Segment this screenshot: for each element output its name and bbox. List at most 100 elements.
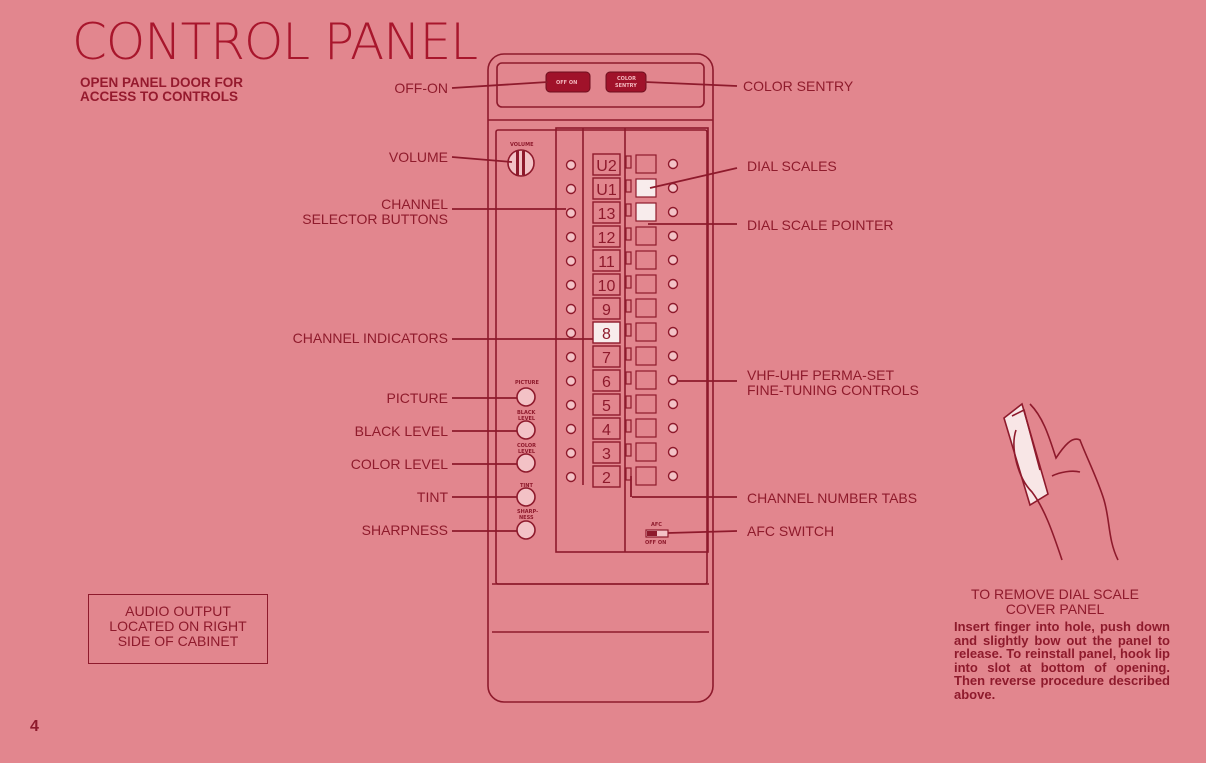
channel-selector-button[interactable] [565, 279, 577, 291]
channel-selector-button[interactable] [565, 159, 577, 171]
volume-knob [507, 149, 535, 177]
channel-number-tab [625, 203, 632, 217]
label-vhf-uhf: VHF-UHF PERMA-SET FINE-TUNING CONTROLS [747, 368, 919, 398]
channel-indicator [592, 273, 621, 296]
dial-scales [625, 154, 657, 486]
channel-indicator-number: 8 [602, 326, 611, 343]
channel-number-tab [625, 179, 632, 193]
channel-indicator-number: 9 [602, 302, 611, 319]
channel-selector-button[interactable] [565, 399, 577, 411]
channel-number-tab [625, 227, 632, 241]
label-afc-switch: AFC SWITCH [747, 523, 835, 539]
channel-selector-button[interactable] [565, 471, 577, 483]
channel-selector-button[interactable] [565, 303, 577, 315]
off-on-button-text: OFF ON [556, 80, 577, 86]
channel-selector-button[interactable] [565, 183, 577, 195]
label-sharpness: SHARPNESS [361, 522, 448, 538]
channel-indicator [592, 249, 621, 272]
audio-line-3: SIDE OF CABINET [117, 633, 239, 649]
dial-scale [635, 418, 657, 438]
fine-tuning-knob[interactable] [667, 230, 679, 242]
dial-scale [635, 226, 657, 246]
color-sentry-button [605, 71, 647, 93]
label-vhf-uhf-1: VHF-UHF PERMA-SET [747, 367, 894, 383]
hand-illustration [1003, 402, 1119, 561]
color-sentry-text-1: COLOR [617, 76, 636, 82]
sharp-knob-label-2: NESS [519, 515, 534, 521]
channel-indicator [592, 153, 621, 176]
fine-tuning-controls[interactable] [667, 158, 679, 482]
label-off-on: OFF-ON [394, 80, 448, 96]
dial-scale [635, 154, 657, 174]
channel-indicator [592, 201, 621, 224]
fine-tuning-knob[interactable] [667, 422, 679, 434]
picture-knob [516, 387, 536, 407]
channel-selector-button[interactable] [565, 207, 577, 219]
fine-tuning-knob[interactable] [667, 254, 679, 266]
channel-indicator-number: 12 [598, 230, 616, 247]
dial-scale [635, 442, 657, 462]
channel-number-tab [625, 251, 632, 265]
channel-indicator-number: 10 [598, 278, 616, 295]
channel-indicator-number: 2 [602, 470, 611, 487]
channel-number-tab [625, 395, 632, 409]
note-title-2: COVER PANEL [1005, 601, 1105, 617]
leader-lines [451, 81, 738, 534]
subtitle-line-1: OPEN PANEL DOOR FOR [80, 75, 244, 90]
channel-indicator-number: 7 [602, 350, 611, 367]
channel-selector-button[interactable] [565, 327, 577, 339]
fine-tuning-knob[interactable] [667, 374, 679, 386]
note-body: Insert finger into hole, push down and s… [954, 619, 1170, 702]
fine-tuning-knob[interactable] [667, 158, 679, 170]
channel-number-tab [625, 275, 632, 289]
channel-indicator [592, 441, 621, 464]
dial-scale-cover [555, 127, 709, 553]
channel-selector-buttons[interactable] [565, 159, 577, 483]
fine-tuning-knob[interactable] [667, 470, 679, 482]
channel-number-tab [625, 371, 632, 385]
channel-number-tab [625, 155, 632, 169]
note-title-1: TO REMOVE DIAL SCALE [970, 586, 1140, 602]
label-channel-selector-1: CHANNEL [381, 196, 448, 212]
channel-indicator-number: 11 [598, 254, 615, 271]
channel-indicator-number: U2 [596, 158, 617, 175]
fine-tuning-knob[interactable] [667, 302, 679, 314]
fine-tuning-knob[interactable] [667, 350, 679, 362]
channel-indicator [592, 393, 621, 416]
channel-number-tab [625, 323, 632, 337]
channel-selector-button[interactable] [565, 423, 577, 435]
fine-tuning-knob[interactable] [667, 398, 679, 410]
dial-scale [635, 298, 657, 318]
top-button-area [496, 62, 705, 108]
fine-tuning-knob[interactable] [667, 206, 679, 218]
fine-tuning-knob[interactable] [667, 326, 679, 338]
channel-selector-button[interactable] [565, 375, 577, 387]
channel-selector-button[interactable] [565, 447, 577, 459]
audio-line-1: AUDIO OUTPUT [125, 603, 231, 619]
tint-knob-label: TINT [520, 483, 533, 489]
label-channel-selector-2: SELECTOR BUTTONS [302, 211, 448, 227]
channel-indicator [592, 297, 621, 320]
volume-knob-label: VOLUME [510, 142, 534, 148]
subtitle-line-2: ACCESS TO CONTROLS [80, 89, 239, 104]
page-subtitle: OPEN PANEL DOOR FOR ACCESS TO CONTROLS [80, 76, 310, 104]
channel-number-tab [625, 443, 632, 457]
channel-selector-button[interactable] [565, 255, 577, 267]
label-black-level: BLACK LEVEL [354, 423, 448, 439]
channel-selector-button[interactable] [565, 231, 577, 243]
label-color-level: COLOR LEVEL [350, 456, 448, 472]
afc-label: AFC [651, 522, 662, 528]
fine-tuning-knob[interactable] [667, 446, 679, 458]
fine-tuning-knob[interactable] [667, 278, 679, 290]
fine-tuning-knob[interactable] [667, 182, 679, 194]
dial-scale [635, 250, 657, 270]
color-knob-label-2: LEVEL [518, 449, 536, 455]
channel-selector-button[interactable] [565, 351, 577, 363]
black-knob-label-2: LEVEL [518, 416, 536, 422]
page-title: CONTROL PANEL [72, 13, 478, 71]
dial-scale [635, 466, 657, 486]
channel-indicator [592, 417, 621, 440]
afc-off-on: OFF ON [645, 540, 666, 546]
color-level-knob [516, 453, 536, 473]
